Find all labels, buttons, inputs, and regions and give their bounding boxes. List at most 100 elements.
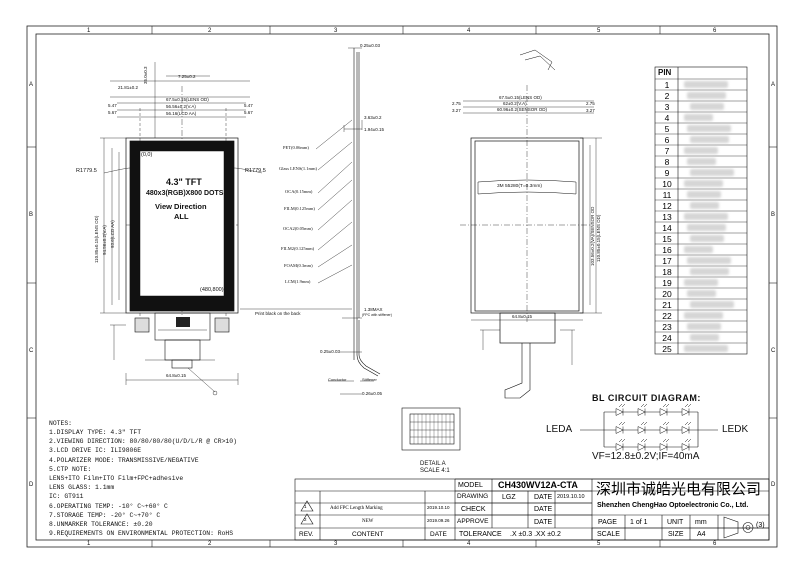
light-emission-icon <box>618 438 626 443</box>
print-note: Print black on the back <box>255 311 301 316</box>
pin-number: 11 <box>662 189 672 200</box>
layer-label: FILM(0.125mm) <box>284 206 315 211</box>
led-diode-icon <box>659 426 668 434</box>
unit-value: mm <box>695 519 707 526</box>
dim-aa-height: 93.6(LCD AA) <box>110 220 115 248</box>
light-emission-icon <box>684 403 692 408</box>
company-name-en: Shenzhen ChengHao Optoelectronic Co., Lt… <box>597 502 749 509</box>
dim-aa-width: 56.16(LCD AA) <box>166 111 197 116</box>
page-value: 1 of 1 <box>630 519 648 526</box>
pin-description-redacted <box>690 136 729 143</box>
drawing-label: DRAWING <box>457 493 489 500</box>
bl-circuit-title: BL CIRCUIT DIAGRAM: <box>592 393 701 403</box>
dim-va-height: 94.56±0.2(V.A) <box>102 225 107 255</box>
led-diode-icon <box>659 408 668 416</box>
note-line: 2.VIEWING DIRECTION: 80/80/80/80(U/D/L/R… <box>49 438 237 446</box>
detail-label: DETAIL A <box>420 461 446 467</box>
light-emission-icon <box>640 421 648 426</box>
projection-number: (3) <box>756 522 765 529</box>
pin-number: 7 <box>664 145 670 156</box>
led-diode-icon <box>681 443 690 451</box>
dim-small: 5.47 <box>244 103 253 108</box>
pin-description-redacted <box>684 312 723 319</box>
pin-number: 10 <box>662 178 672 189</box>
tolerance-label: TOLERANCE <box>459 531 502 538</box>
column-label: 3 <box>334 541 338 547</box>
pin-description-redacted <box>690 235 724 242</box>
pin-description-redacted <box>687 257 731 264</box>
pin-number: 9 <box>664 167 670 178</box>
note-line: 8.UNMARKER TOLERANCE: ±0.20 <box>49 521 153 528</box>
led-diode-icon <box>681 408 690 416</box>
pin-number: 16 <box>662 244 672 255</box>
pin-number: 19 <box>662 277 672 288</box>
content-header: CONTENT <box>352 531 384 538</box>
pin-number: 12 <box>662 200 672 211</box>
dim-fpc-max: 1.38MAX <box>364 307 383 312</box>
pin-number: 1 <box>664 79 670 90</box>
row-label: D <box>771 482 776 488</box>
pin-description-redacted <box>687 191 721 198</box>
pin-number: 21 <box>662 299 672 310</box>
dim-bottom-width: 64.8±0.15 <box>166 373 186 378</box>
light-emission-icon <box>618 421 626 426</box>
column-label: 6 <box>713 541 717 547</box>
size-label: SIZE <box>668 531 684 538</box>
note-line: 1.DISPLAY TYPE: 4.3" TFT <box>49 429 142 436</box>
pin-description-redacted <box>687 224 726 231</box>
column-label: 1 <box>87 541 91 547</box>
pin-description-redacted <box>684 114 713 121</box>
led-diode-icon <box>659 443 668 451</box>
display-resolution-label: 480x3(RGB)X800 DOTS <box>146 190 224 197</box>
dim-sensor-od: 60.96±0.2(SENSOR OD) <box>497 107 547 112</box>
light-emission-icon <box>662 421 670 426</box>
revision-marker: 2 <box>304 517 307 522</box>
pin-number: 20 <box>662 288 672 299</box>
dim-total-thickness: 3.63±0.2 <box>364 115 382 120</box>
pin-number: 15 <box>662 233 672 244</box>
dim-bottom-width: 64.8±0.15 <box>512 314 532 319</box>
layer-label: Glass LENS(1.1mm) <box>279 166 317 171</box>
pin-description-redacted <box>687 290 716 297</box>
dim-stiffener: 0.26±0.05 <box>362 391 382 396</box>
dim-fpc-thickness: 0.25±0.03 <box>320 349 340 354</box>
check-label: CHECK <box>461 506 486 513</box>
view-direction-value: ALL <box>174 212 189 221</box>
date-label: DATE <box>534 506 553 513</box>
pin-number: 2 <box>664 90 670 101</box>
date-header: DATE <box>430 531 447 538</box>
pin-number: 6 <box>664 134 670 145</box>
column-label: 1 <box>87 28 91 34</box>
light-emission-icon <box>662 403 670 408</box>
row-label: A <box>771 82 776 88</box>
end-coordinate: (480,800) <box>200 287 224 293</box>
date-label: DATE <box>534 494 553 501</box>
revision-date: 2019.09.26 <box>427 518 450 523</box>
light-emission-icon <box>618 403 626 408</box>
pin-description-redacted <box>687 323 721 330</box>
scale-label: SCALE <box>597 531 620 538</box>
light-emission-icon <box>684 438 692 443</box>
column-label: 6 <box>713 28 717 34</box>
note-line: 3.LCD DRIVE IC: ILI9806E <box>49 447 142 455</box>
light-emission-icon <box>684 421 692 426</box>
date-label: DATE <box>534 519 553 526</box>
radius-left-label: R1779.5 <box>76 168 97 174</box>
drawing-value: LGZ <box>502 494 516 501</box>
column-label: 4 <box>467 28 471 34</box>
dim-lcm-thickness: 1.94±0.15 <box>364 127 384 132</box>
dim-2181: 21.81±0.2 <box>118 85 138 90</box>
revision-content: Add FPC Length Marking <box>330 506 383 511</box>
light-emission-icon <box>640 438 648 443</box>
model-label: MODEL <box>458 482 483 489</box>
column-label: 5 <box>597 541 601 547</box>
pin-number: 14 <box>662 222 672 233</box>
note-line: LENS+ITO Film+ITO Film+FPC+adhesive <box>49 475 184 482</box>
pin-description-redacted <box>684 279 718 286</box>
note-line: 9.REQUIREMENTS ON ENVIRONMENTAL PROTECTI… <box>49 530 234 538</box>
row-label: A <box>29 82 34 88</box>
pin-description-redacted <box>687 125 731 132</box>
dim-small: 3.27 <box>452 108 461 113</box>
dim-small: 3.27 <box>586 108 595 113</box>
